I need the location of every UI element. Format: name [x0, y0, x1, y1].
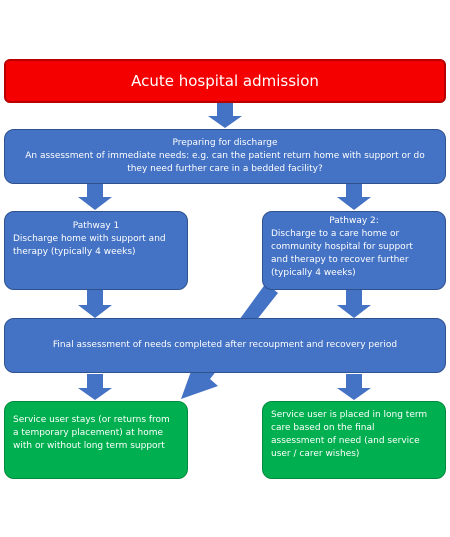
acute-admission-title: Acute hospital admission [131, 71, 319, 90]
outcome-right-line-3: assessment of need (and service [271, 436, 420, 446]
arrow-preparing-to-pathway2 [337, 184, 371, 210]
pathway-1-line-2: therapy (typically 4 weeks) [13, 247, 136, 257]
outcome-left-line-1: Service user stays (or returns from [13, 415, 170, 425]
arrow-preparing-to-pathway1 [78, 184, 112, 210]
pathway-2-line-4: (typically 4 weeks) [271, 268, 356, 278]
preparing-line-2: they need further care in a bedded facil… [127, 164, 323, 174]
outcome-left-line-3: with or without long term support [13, 441, 165, 451]
pathway-2-line-3: and therapy to recover further [271, 255, 409, 265]
outcome-left-box: Service user stays (or returns from a te… [4, 401, 188, 479]
outcome-right-line-2: care based on the final [271, 423, 375, 433]
outcome-right-box: Service user is placed in long term care… [262, 401, 446, 479]
acute-admission-box: Acute hospital admission [4, 59, 446, 103]
arrow-final-to-outcome-left [78, 374, 112, 400]
arrow-pathway2-to-final [337, 290, 371, 318]
outcome-left-line-2: a temporary placement) at home [13, 428, 164, 438]
final-assessment-box: Final assessment of needs completed afte… [4, 318, 446, 373]
arrow-pathway1-to-final [78, 290, 112, 318]
pathway-1-box: Pathway 1 Discharge home with support an… [4, 211, 188, 290]
preparing-heading: Preparing for discharge [172, 138, 278, 148]
pathway-2-line-1: Discharge to a care home or [271, 229, 400, 239]
pathway-2-heading: Pathway 2: [329, 216, 379, 226]
pathway-2-box: Pathway 2: Discharge to a care home or c… [262, 211, 446, 290]
pathway-1-heading: Pathway 1 [72, 221, 120, 231]
preparing-discharge-box: Preparing for discharge An assessment of… [4, 129, 446, 184]
outcome-right-line-4: user / carer wishes) [271, 449, 360, 459]
arrow-admission-to-preparing [208, 103, 242, 128]
preparing-line-1: An assessment of immediate needs: e.g. c… [25, 151, 425, 161]
pathway-2-line-2: community hospital for support [271, 242, 413, 252]
arrow-final-to-outcome-right [337, 374, 371, 400]
outcome-right-line-1: Service user is placed in long term [271, 410, 428, 420]
final-assessment-text: Final assessment of needs completed afte… [52, 340, 398, 350]
pathway-1-line-1: Discharge home with support and [13, 234, 166, 244]
